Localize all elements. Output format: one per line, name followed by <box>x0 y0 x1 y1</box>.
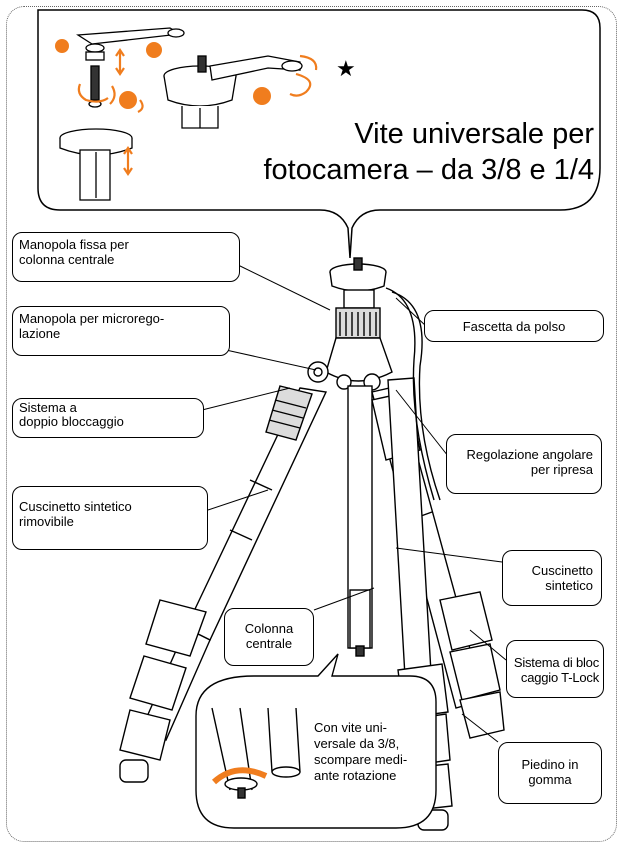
callout-tlock-line1: Sistema di bloc <box>513 655 599 670</box>
callout-fixed-knob: Manopola fissa per colonna centrale <box>12 232 240 282</box>
callout-pad-removable-line1: Cuscinetto sintetico <box>19 499 132 514</box>
callout-center-column: Colonna centrale <box>224 608 314 666</box>
exploded-screw-parts <box>59 27 185 201</box>
callout-double-lock-line1: Sistema a <box>19 400 77 415</box>
bottom-orange-arrow <box>211 767 268 785</box>
callout-micro-knob-line2: lazione <box>19 326 61 341</box>
callout-double-lock: Sistema a doppio bloccaggio <box>12 398 204 438</box>
page-border <box>6 6 617 842</box>
inset-title-line1: Vite universale per <box>354 118 594 150</box>
callout-double-lock-line2: doppio bloccaggio <box>19 414 124 429</box>
callout-tlock: Sistema di bloc caggio T-Lock <box>506 640 604 698</box>
orange-dots <box>55 39 271 109</box>
callout-wrist-strap-line1: Fascetta da polso <box>462 319 566 334</box>
bottom-inset-line1: Con vite uni- <box>314 720 387 735</box>
bottom-inset-line4: ante rotazione <box>314 768 397 783</box>
callout-rubber-foot-line1: Piedino in <box>521 757 579 772</box>
callout-fixed-knob-line2: colonna centrale <box>19 252 115 267</box>
star-mark: ★ <box>336 56 356 81</box>
callout-rubber-foot-line2: gomma <box>528 772 572 787</box>
callout-angle-adjust-line1: Regolazione angolare <box>466 447 593 462</box>
callout-angle-adjust: Regolazione angolare per ripresa <box>446 434 602 494</box>
callout-center-column-line1: Colonna <box>244 621 294 636</box>
callout-micro-knob-line1: Manopola per microrego- <box>19 311 165 326</box>
callout-synthetic-pad: Cuscinetto sintetico <box>502 550 602 606</box>
callout-center-column-line2: centrale <box>245 636 293 651</box>
callout-pad-removable-line2: rimovibile <box>19 514 74 529</box>
callout-micro-knob: Manopola per microrego- lazione <box>12 306 230 356</box>
callout-synthetic-pad-line1: Cuscinetto <box>531 563 593 578</box>
bottom-inset-text: Con vite uni- versale da 3/8, scompare m… <box>314 720 426 784</box>
callout-pad-removable: Cuscinetto sintetico rimovibile <box>12 486 208 550</box>
callout-angle-adjust-line2: per ripresa <box>530 462 593 477</box>
inset-title-line2: fotocamera – da 3/8 e 1/4 <box>263 154 595 186</box>
tripod-body <box>119 257 505 831</box>
callout-synthetic-pad-line2: sintetico <box>545 578 593 593</box>
assembled-screw-head <box>163 55 303 129</box>
callout-rubber-foot: Piedino in gomma <box>498 742 602 804</box>
bottom-inset-line2: versale da 3/8, <box>314 736 400 751</box>
inset-title: Vite universale per fotocamera – da 3/8 … <box>212 116 595 188</box>
leader-lines <box>201 263 507 743</box>
callout-fixed-knob-line1: Manopola fissa per <box>19 237 129 252</box>
orange-arrows <box>77 48 318 176</box>
callout-tlock-line2: caggio T-Lock <box>520 670 599 685</box>
bottom-inset-line3: scompare medi- <box>314 752 408 767</box>
bottom-inset <box>195 653 437 829</box>
callout-wrist-strap: Fascetta da polso <box>424 310 604 342</box>
